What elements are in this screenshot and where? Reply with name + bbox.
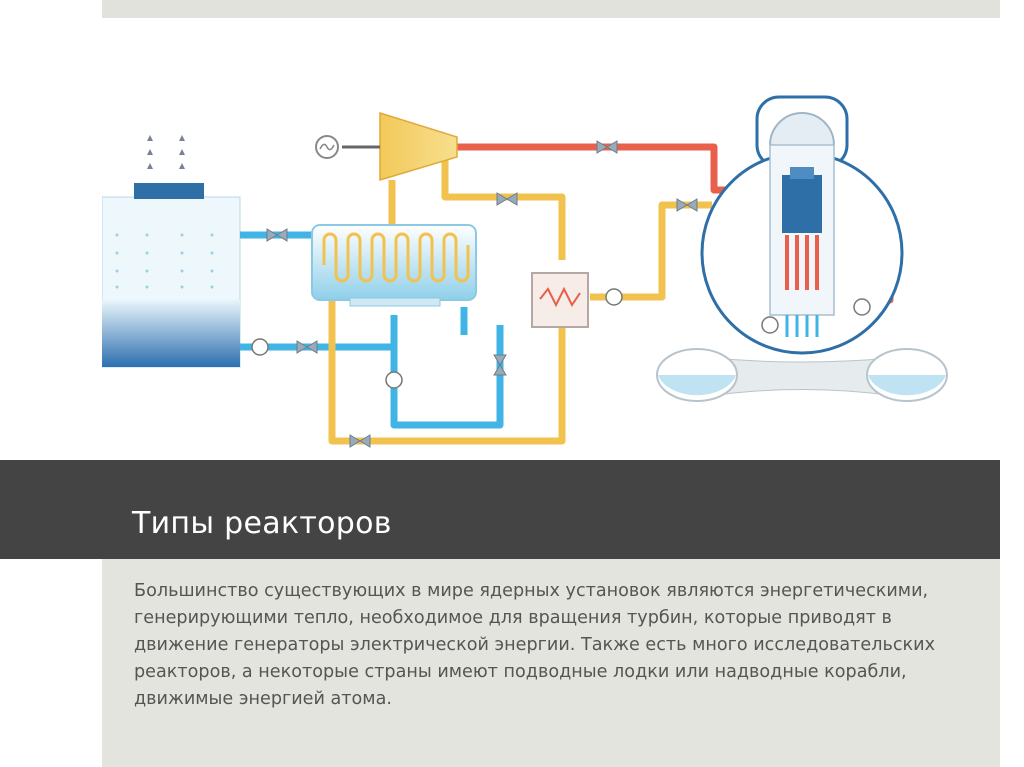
cooling-tower xyxy=(102,135,241,368)
title-band xyxy=(0,460,1000,559)
reactor-diagram xyxy=(102,95,948,448)
valve-icons xyxy=(266,140,698,448)
turbine xyxy=(342,111,458,182)
top-decor-bar xyxy=(102,0,1000,18)
fuel-rods xyxy=(785,235,819,290)
steam-drops xyxy=(147,135,185,169)
tower-drops xyxy=(115,233,214,289)
reactor-containment xyxy=(700,95,904,355)
suppression-pool xyxy=(656,348,948,402)
pump-icons xyxy=(251,288,871,389)
slide-body-text: Большинство существующих в мире ядерных … xyxy=(134,581,935,709)
body-panel xyxy=(102,559,1000,767)
heat-exchanger xyxy=(531,272,589,328)
slide-title: Типы реакторов xyxy=(132,506,392,541)
generator-icon xyxy=(315,135,339,159)
condenser xyxy=(311,224,477,307)
